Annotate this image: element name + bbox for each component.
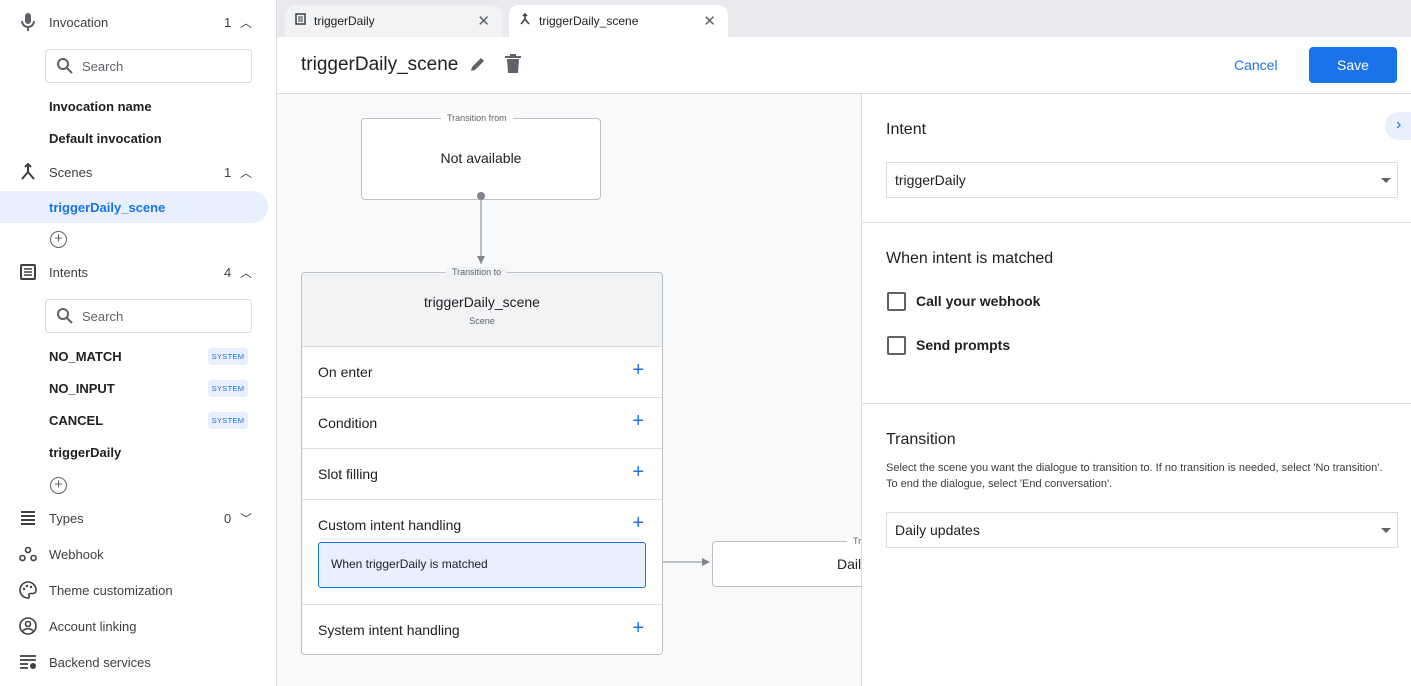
add-intent-button[interactable]: + (50, 477, 67, 494)
types-list-icon (18, 508, 38, 528)
transition-from-box: Transition from Not available (361, 113, 601, 200)
intent-detail-panel: › Intent triggerDaily When intent is mat… (861, 94, 1411, 686)
delete-trash-icon[interactable] (505, 54, 521, 79)
condition-row[interactable]: Condition+ (302, 397, 662, 448)
scene-card-header[interactable]: Transition to triggerDaily_scene Scene (302, 267, 662, 346)
sidebar-item-intent[interactable]: NO_MATCH (49, 349, 122, 364)
divider (862, 222, 1411, 223)
dropdown-arrow-icon (1381, 178, 1391, 183)
sidebar-item-invocation-name[interactable]: Invocation name (49, 99, 152, 114)
call-webhook-checkbox[interactable] (887, 292, 906, 311)
sidebar-item-intent[interactable]: CANCEL (49, 413, 104, 428)
add-icon[interactable]: + (632, 359, 644, 381)
sidebar-item-account-linking[interactable]: Account linking (0, 611, 276, 641)
scene-merge-icon (18, 162, 38, 182)
save-button[interactable]: Save (1309, 47, 1397, 83)
add-scene-button[interactable]: + (50, 231, 67, 248)
divider (862, 403, 1411, 404)
chevron-down-icon[interactable]: ﹀ (240, 511, 253, 526)
intent-icon (295, 13, 306, 28)
transition-target-box[interactable]: Transition to Daily updates (712, 536, 861, 587)
edit-pencil-icon[interactable] (469, 55, 487, 78)
system-badge: SYSTEM (208, 412, 248, 429)
sidebar-section-intents[interactable]: Intents 4 ︿ (0, 257, 276, 287)
close-tab-icon[interactable]: ✕ (703, 13, 716, 30)
transition-select[interactable]: Daily updates (886, 512, 1398, 548)
chevron-up-icon[interactable]: ︿ (240, 165, 253, 180)
search-icon (57, 308, 73, 324)
editor-header: triggerDaily_scene Cancel Save (277, 37, 1411, 94)
close-tab-icon[interactable]: ✕ (477, 13, 490, 30)
sidebar-item-webhook[interactable]: Webhook (0, 539, 276, 569)
sidebar-section-invocation[interactable]: Invocation 1 ︿ (0, 7, 276, 37)
sidebar-section-types[interactable]: Types 0 ﹀ (0, 503, 276, 533)
webhook-icon (18, 544, 38, 564)
scene-icon (519, 12, 531, 28)
add-icon[interactable]: + (632, 410, 644, 432)
slot-filling-row[interactable]: Slot filling+ (302, 448, 662, 499)
sidebar-item-default-invocation[interactable]: Default invocation (49, 131, 162, 146)
sidebar-item-theme-customization[interactable]: Theme customization (0, 575, 276, 605)
system-intent-handling-row[interactable]: System intent handling+ (302, 604, 662, 655)
sidebar-item-backend-services[interactable]: Backend services (0, 647, 276, 677)
custom-intent-handling-row: Custom intent handling+ When triggerDail… (302, 499, 662, 604)
intent-handler-item[interactable]: When triggerDaily is matched (318, 542, 646, 588)
search-icon (57, 58, 73, 74)
system-badge: SYSTEM (208, 380, 248, 397)
microphone-icon (18, 12, 38, 32)
backend-settings-icon (18, 652, 38, 672)
add-icon[interactable]: + (632, 617, 644, 639)
chevron-up-icon[interactable]: ︿ (240, 15, 253, 30)
sidebar-item-intent[interactable]: triggerDaily (49, 445, 122, 460)
sidebar-item-intent[interactable]: NO_INPUT (49, 381, 115, 396)
tab-triggerdaily[interactable]: triggerDaily ✕ (285, 5, 502, 37)
tab-triggerdaily-scene[interactable]: triggerDaily_scene ✕ (509, 5, 728, 37)
system-badge: SYSTEM (208, 348, 248, 365)
sidebar-section-scenes[interactable]: Scenes 1 ︿ (0, 157, 276, 187)
scene-card: Transition to triggerDaily_scene Scene O… (301, 267, 663, 655)
add-icon[interactable]: + (632, 461, 644, 483)
sidebar-item-triggerdaily-scene[interactable]: triggerDaily_scene (0, 191, 268, 223)
page-title: triggerDaily_scene (301, 54, 459, 75)
collapse-panel-chevron-icon[interactable]: › (1385, 112, 1411, 140)
send-prompts-checkbox[interactable] (887, 336, 906, 355)
tab-bar: triggerDaily ✕ triggerDaily_scene ✕ (277, 0, 1411, 37)
add-icon[interactable]: + (632, 512, 644, 534)
palette-icon (18, 580, 38, 600)
intent-select[interactable]: triggerDaily (886, 162, 1398, 198)
chevron-up-icon[interactable]: ︿ (240, 265, 253, 280)
intents-search-input[interactable]: Search (45, 299, 252, 333)
intent-list-icon (18, 262, 38, 282)
on-enter-row[interactable]: On enter+ (302, 346, 662, 397)
cancel-button[interactable]: Cancel (1234, 57, 1278, 73)
sidebar: Invocation 1 ︿ Search Invocation name De… (0, 0, 277, 686)
dropdown-arrow-icon (1381, 528, 1391, 533)
account-circle-icon (18, 616, 38, 636)
invocation-search-input[interactable]: Search (45, 49, 252, 83)
scene-canvas: Transition from Not available Transition… (277, 94, 861, 686)
